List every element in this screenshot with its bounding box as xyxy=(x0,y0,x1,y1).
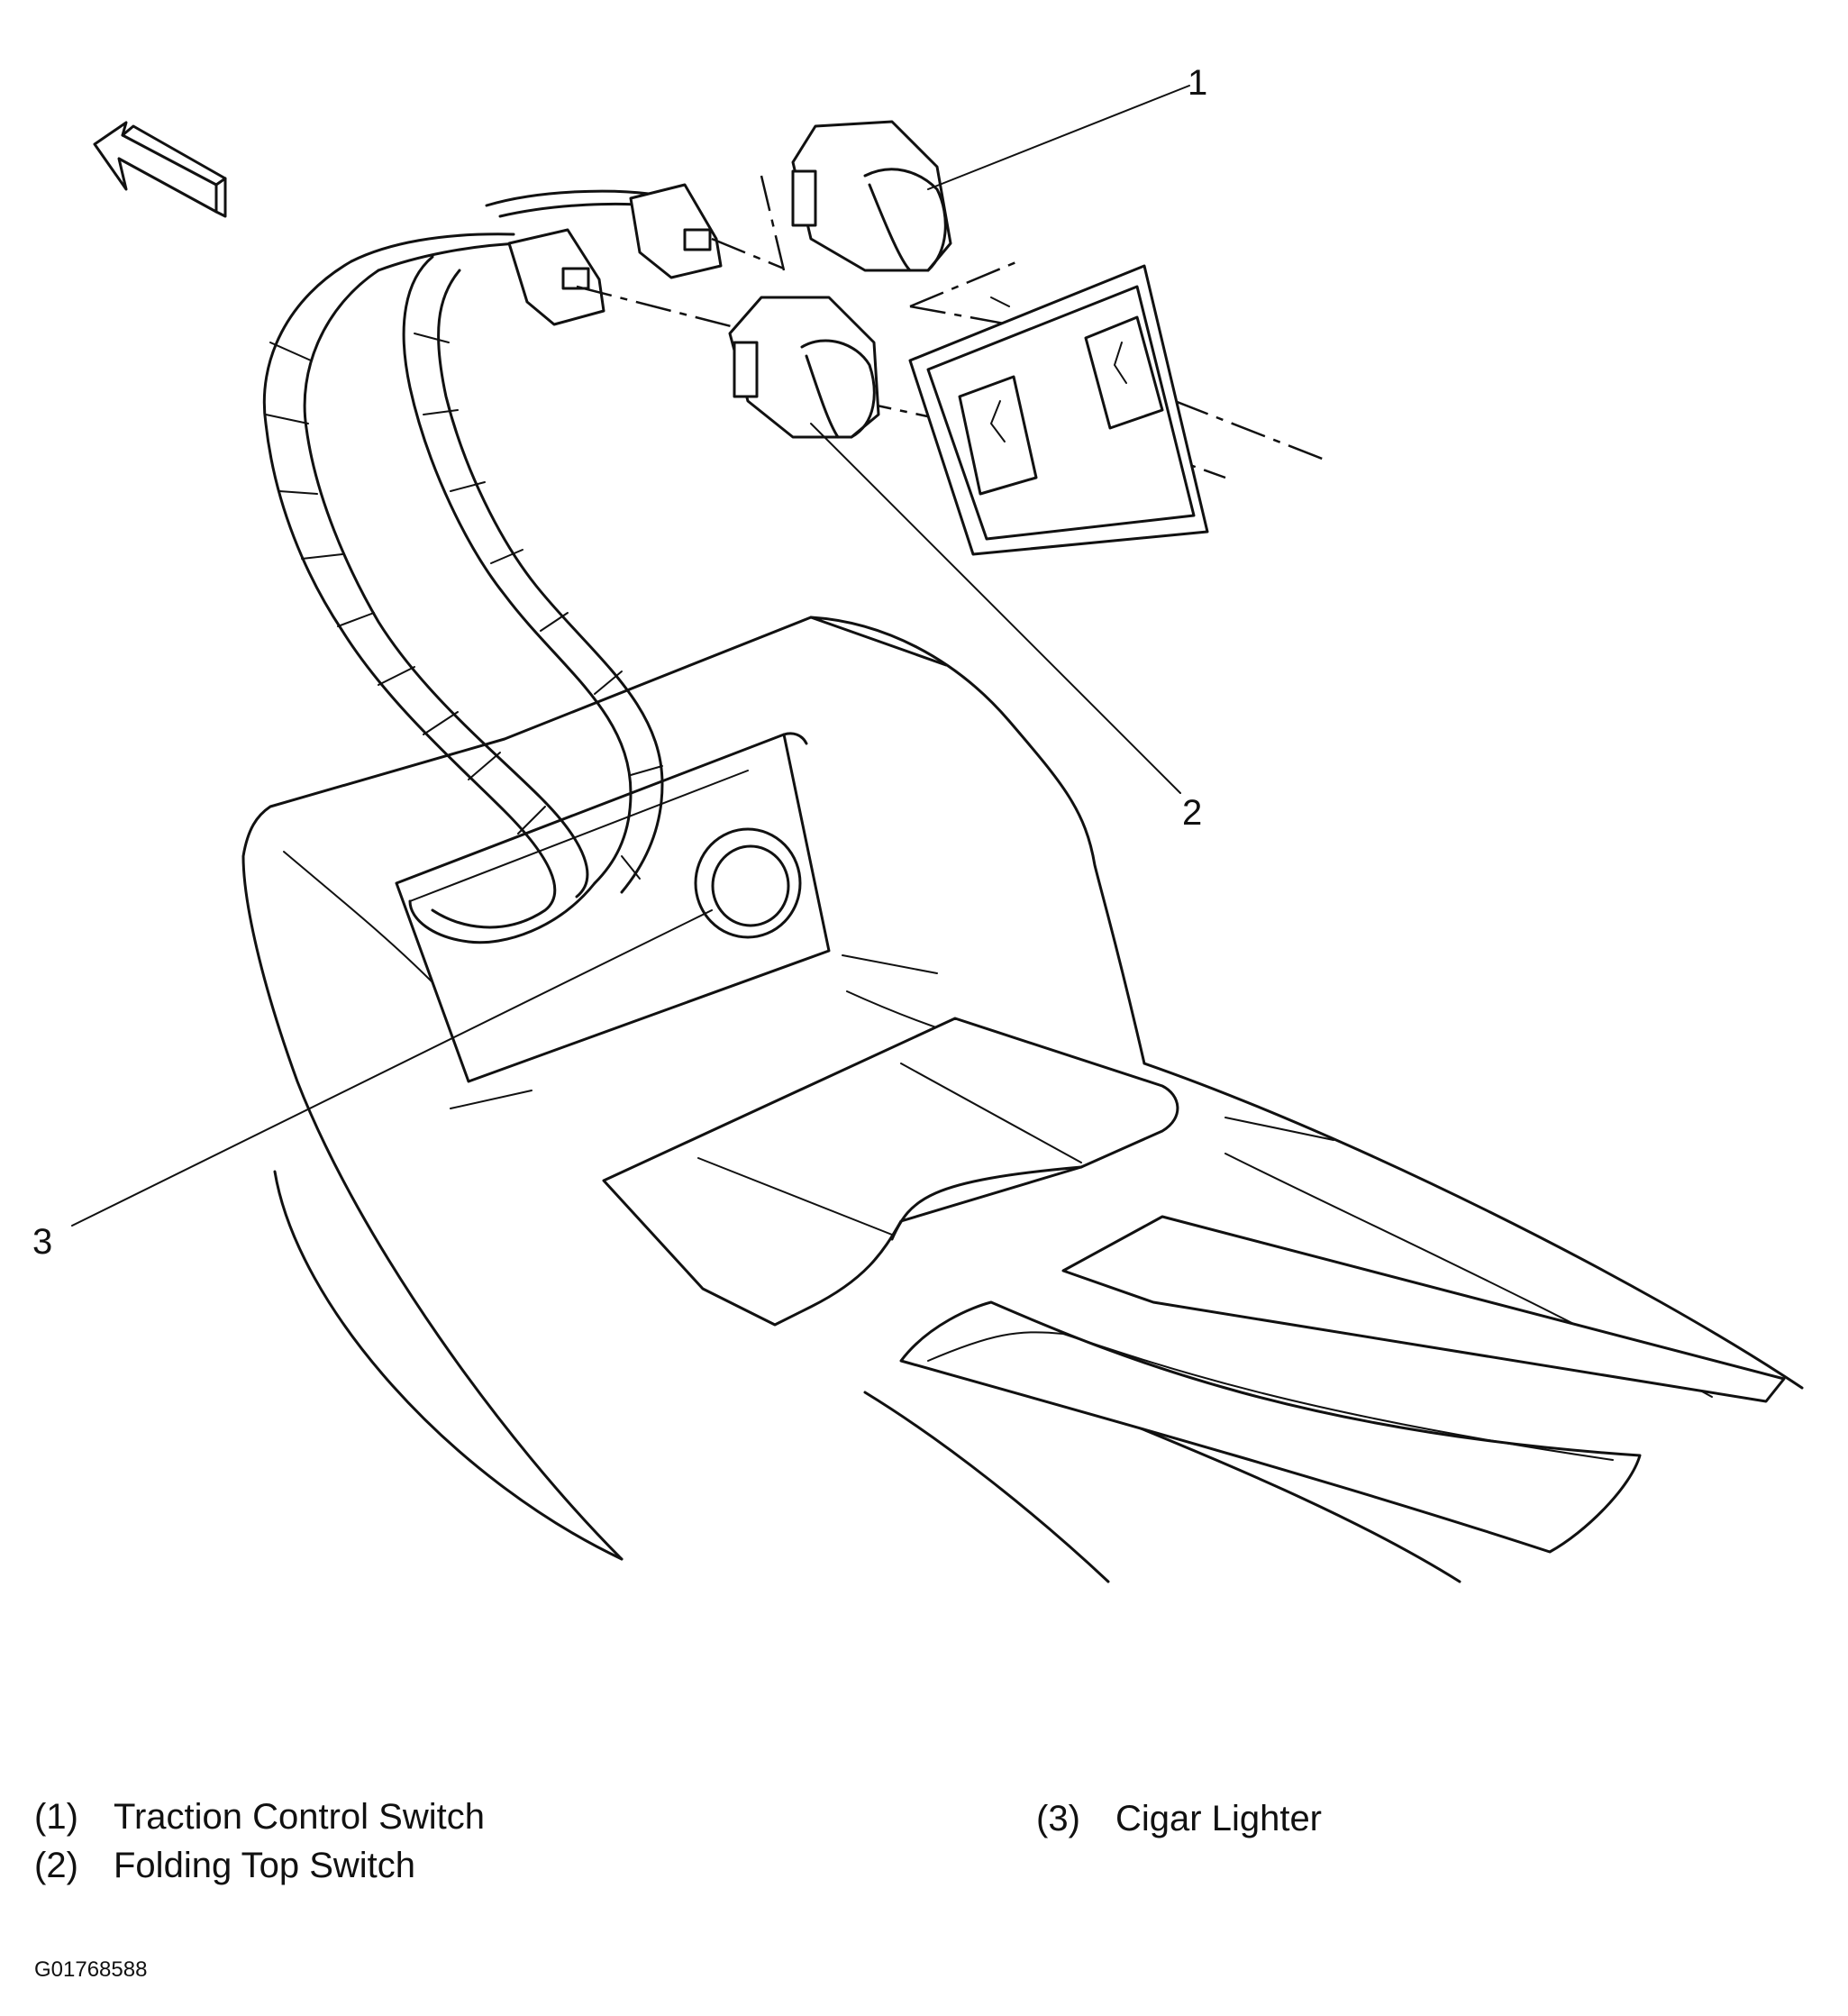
legend-number: (3) xyxy=(1036,1799,1080,1838)
leader-lines xyxy=(71,85,1190,1227)
legend-item-1: (1) Traction Control Switch xyxy=(34,1799,485,1835)
cigar-lighter xyxy=(694,827,802,939)
folding-top-switch xyxy=(728,296,880,439)
legend-item-3: (3) Cigar Lighter xyxy=(1036,1801,1322,1837)
figure-id: G01768588 xyxy=(34,1957,148,1982)
switch-bezel xyxy=(908,264,1209,556)
center-console xyxy=(241,616,1804,1583)
legend-text: Cigar Lighter xyxy=(1115,1799,1323,1838)
legend-text: Folding Top Switch xyxy=(114,1846,415,1885)
callout-1: 1 xyxy=(1188,63,1208,103)
callout-2: 2 xyxy=(1182,793,1203,833)
legend-text: Traction Control Switch xyxy=(114,1797,485,1837)
traction-control-switch xyxy=(791,120,952,272)
legend-item-2: (2) Folding Top Switch xyxy=(34,1847,415,1884)
legend-number: (2) xyxy=(34,1846,78,1885)
switch-connectors xyxy=(507,183,723,326)
callout-3: 3 xyxy=(32,1222,53,1262)
forward-arrow-icon xyxy=(93,121,227,218)
legend-number: (1) xyxy=(34,1797,78,1837)
